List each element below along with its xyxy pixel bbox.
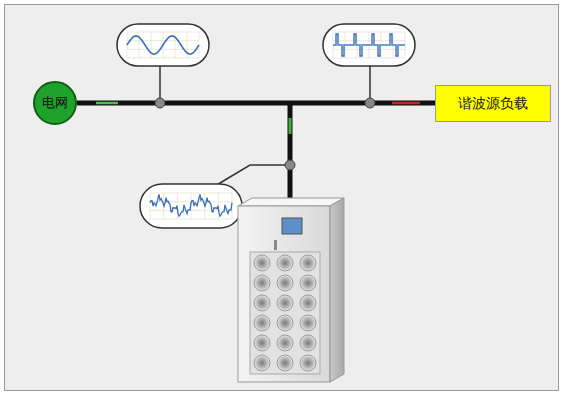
power-line — [77, 101, 435, 106]
fan-vent — [277, 255, 293, 271]
fan-vent — [277, 355, 293, 371]
fan-vent — [300, 355, 316, 371]
harmonic-flow-mark — [392, 102, 420, 105]
node-label: 电网 — [42, 94, 68, 112]
fan-vent — [254, 275, 270, 291]
fan-vent — [277, 335, 293, 351]
fan-vent — [300, 335, 316, 351]
fan-vent — [254, 355, 270, 371]
fan-vent — [254, 255, 270, 271]
fan-vent — [300, 255, 316, 271]
leader-line — [159, 66, 161, 100]
leader-line — [215, 165, 286, 186]
scope-grid — [150, 193, 232, 219]
fan-vent — [254, 315, 270, 331]
display-screen — [282, 218, 302, 234]
leader-line — [369, 66, 371, 100]
junction-dot — [285, 160, 295, 170]
junction-dot — [365, 98, 375, 108]
grid-circle: 电网 — [33, 81, 77, 125]
waveform-bubble — [140, 184, 242, 228]
load-box: 谐波源负载 — [435, 85, 551, 122]
current-flow-mark — [96, 102, 118, 105]
branch-wire — [288, 103, 293, 205]
node-label: 谐波源负载 — [458, 95, 528, 113]
fan-vent — [254, 335, 270, 351]
waveform-bubble — [117, 24, 209, 66]
fan-vent — [277, 295, 293, 311]
fan-vent — [300, 275, 316, 291]
fan-vent — [277, 275, 293, 291]
scope-grid — [333, 32, 405, 58]
fan-vent — [254, 295, 270, 311]
pulse-wave — [333, 34, 405, 56]
sine-wave — [127, 36, 199, 54]
waveform-bubble — [323, 24, 415, 66]
fan-vent — [277, 315, 293, 331]
junction-dot — [155, 98, 165, 108]
scope-grid — [127, 32, 199, 58]
fan-vent — [300, 295, 316, 311]
distorted-wave — [150, 194, 232, 216]
fan-vent — [300, 315, 316, 331]
current-flow-mark — [289, 118, 292, 134]
filter-cabinet — [238, 198, 344, 382]
